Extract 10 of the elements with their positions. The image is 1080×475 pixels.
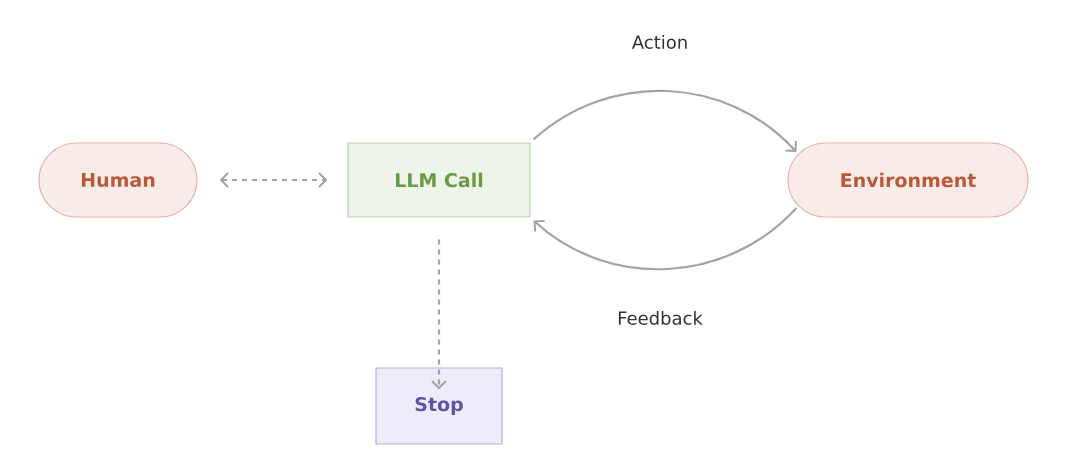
rounded-node: Human <box>38 142 198 218</box>
arrow <box>219 172 328 188</box>
arrow <box>532 89 797 152</box>
arrow <box>431 239 447 390</box>
process-box: LLM Call <box>347 142 531 218</box>
edge-label: Action <box>629 33 691 51</box>
edge-label: Feedback <box>615 309 705 327</box>
process-box: Stop <box>375 367 503 445</box>
rounded-node: Environment <box>787 142 1029 218</box>
arrow <box>533 207 798 271</box>
